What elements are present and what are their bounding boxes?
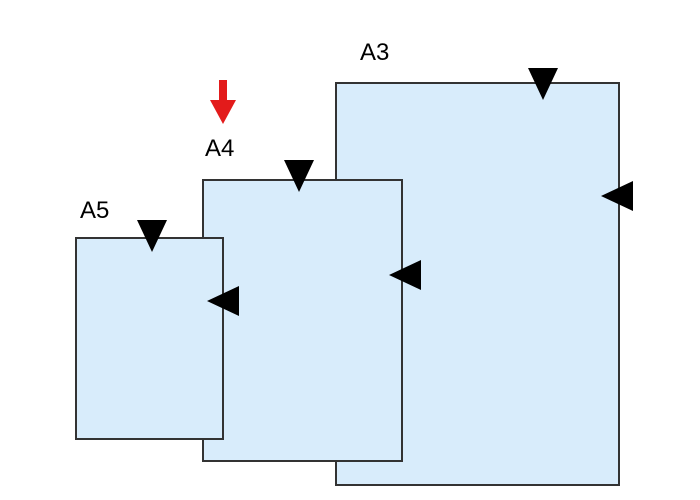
a5-side-triangle-icon <box>207 286 239 316</box>
a5-sheet <box>75 237 224 440</box>
a4-top-triangle-icon <box>284 160 314 192</box>
red-down-arrow-icon <box>210 80 236 124</box>
a4-sheet <box>202 179 403 462</box>
a5-label: A5 <box>80 197 110 224</box>
a3-top-triangle-icon <box>528 68 558 100</box>
a5-top-triangle-icon <box>137 220 167 252</box>
a4-side-triangle-icon <box>389 260 421 290</box>
a3-side-triangle-icon <box>601 181 633 211</box>
a3-label: A3 <box>360 39 390 66</box>
a4-label: A4 <box>205 135 235 162</box>
